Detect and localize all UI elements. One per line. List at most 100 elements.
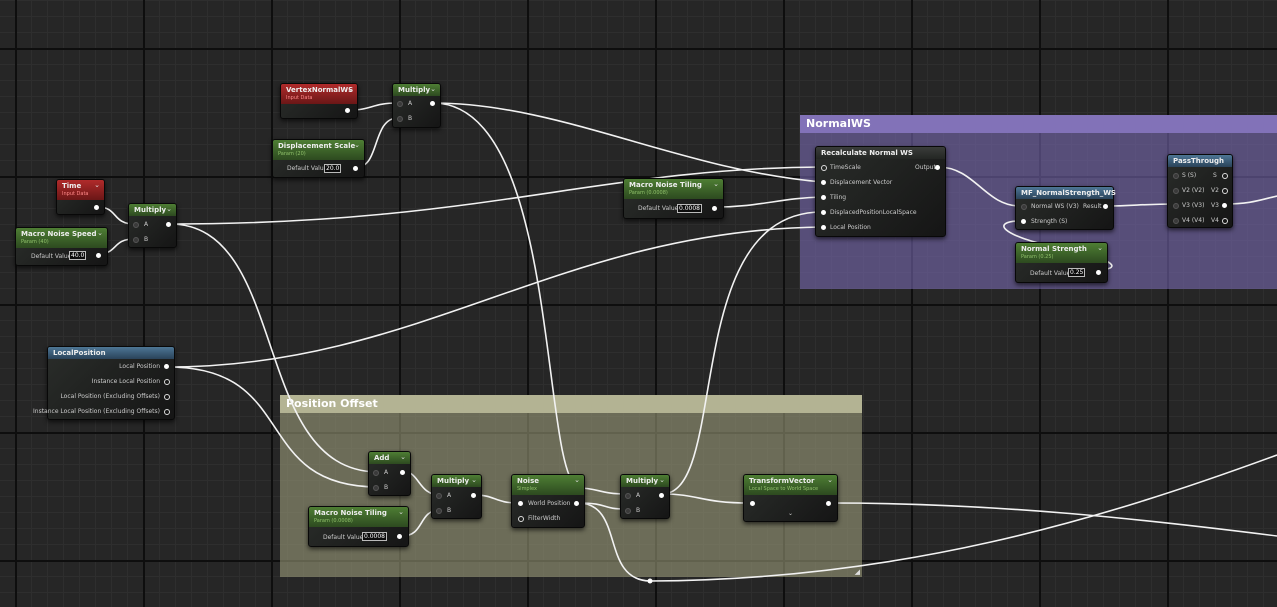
input-pin-icon[interactable] [436, 493, 442, 499]
output-pin-icon[interactable] [164, 364, 169, 369]
node-macro-noise-tiling[interactable]: Macro Noise Tiling Param (0.0008) ⌄ Defa… [308, 506, 409, 547]
chevron-down-icon[interactable]: ⌄ [94, 181, 100, 189]
chevron-down-icon[interactable]: ⌄ [398, 508, 404, 516]
node-displacement-scale[interactable]: Displacement Scale Param (20) ⌄ Default … [272, 139, 365, 178]
input-pin-icon[interactable] [436, 508, 442, 514]
output-pin-icon[interactable] [712, 206, 717, 211]
wire [661, 211, 823, 495]
default-value-field[interactable]: 40.0 [69, 251, 87, 260]
chevron-down-icon[interactable]: ⌄ [347, 85, 353, 93]
output-pin-icon[interactable] [397, 534, 402, 539]
default-value-field[interactable]: 20.0 [324, 164, 342, 173]
input-pin-icon[interactable] [133, 222, 139, 228]
output-pin-icon[interactable] [345, 108, 350, 113]
node-normal-strength[interactable]: Normal Strength Param (0.25) ⌄ Default V… [1015, 242, 1108, 283]
node-vertex-normal-ws[interactable]: VertexNormalWS Input Data ⌄ [280, 83, 358, 119]
output-pin-icon[interactable] [166, 222, 171, 227]
chevron-down-icon[interactable]: ⌄ [471, 476, 477, 484]
chevron-down-icon[interactable]: ⌄ [1097, 244, 1103, 252]
chevron-down-icon[interactable]: ⌄ [788, 510, 794, 517]
output-pin-icon[interactable] [1222, 203, 1227, 208]
output-pin-icon[interactable] [471, 493, 476, 498]
pin-label: DisplacedPositionLocalSpace [830, 209, 917, 216]
node-add[interactable]: Add ⌄ A B [368, 451, 411, 496]
node-multiply[interactable]: Multiply ⌄ A B [392, 83, 441, 128]
output-pin-icon[interactable] [826, 501, 831, 506]
input-pin-icon[interactable] [821, 165, 827, 171]
node-recalculate-normal-ws[interactable]: Recalculate Normal WS TimeScale Displace… [815, 146, 946, 237]
node-subtitle: Param (0.0008) [314, 518, 353, 524]
input-pin-icon[interactable] [397, 116, 403, 122]
chevron-down-icon[interactable]: ⌄ [827, 476, 833, 484]
default-value-field[interactable]: 0.0008 [677, 204, 702, 213]
wire [577, 454, 1277, 582]
default-value-field[interactable]: 0.25 [1068, 268, 1086, 277]
node-subtitle: Simplex [517, 486, 537, 492]
chevron-down-icon[interactable]: ⌄ [354, 141, 360, 149]
output-pin-icon[interactable] [659, 493, 664, 498]
node-subtitle: Param (40) [21, 239, 49, 245]
input-pin-icon[interactable] [821, 180, 826, 185]
output-pin-icon[interactable] [935, 165, 940, 170]
chevron-down-icon[interactable]: ⌄ [430, 85, 436, 93]
input-pin-icon[interactable] [1173, 203, 1179, 209]
output-pin-icon[interactable] [164, 394, 170, 400]
chevron-down-icon[interactable]: ⌄ [400, 453, 406, 461]
input-pin-icon[interactable] [625, 508, 631, 514]
input-pin-icon[interactable] [1173, 188, 1179, 194]
input-pin-icon[interactable] [518, 501, 523, 506]
output-pin-icon[interactable] [430, 101, 435, 106]
input-pin-icon[interactable] [397, 101, 403, 107]
input-pin-icon[interactable] [373, 485, 379, 491]
input-pin-icon[interactable] [821, 225, 826, 230]
input-pin-icon[interactable] [518, 516, 524, 522]
output-pin-icon[interactable] [574, 501, 579, 506]
chevron-down-icon[interactable]: ⌄ [166, 205, 172, 213]
node-mf-normal-strength-ws[interactable]: MF_NormalStrength_WS Normal WS (V3) Stre… [1015, 186, 1116, 230]
input-pin-icon[interactable] [1173, 173, 1179, 179]
node-multiply[interactable]: Multiply ⌄ A B [128, 203, 177, 248]
default-value-field[interactable]: 0.0008 [362, 532, 387, 541]
node-local-position[interactable]: LocalPosition Local Position Instance Lo… [33, 346, 175, 420]
comment-title[interactable]: NormalWS [800, 115, 1277, 133]
reroute-node [647, 578, 653, 584]
input-pin-icon[interactable] [1173, 218, 1179, 224]
input-pin-icon[interactable] [750, 501, 755, 506]
chevron-down-icon[interactable]: ⌄ [713, 180, 719, 188]
input-pin-icon[interactable] [821, 210, 826, 215]
chevron-down-icon[interactable]: ⌄ [574, 476, 580, 484]
output-pin-icon[interactable] [1222, 218, 1228, 224]
resize-grip-icon[interactable]: ◢ [854, 568, 860, 576]
output-pin-icon[interactable] [353, 166, 358, 171]
node-multiply[interactable]: Multiply ⌄ A B [431, 474, 482, 519]
node-time[interactable]: Time Input Data ⌄ [56, 179, 105, 215]
output-pin-icon[interactable] [1222, 173, 1228, 179]
node-passthrough[interactable]: PassThrough S (S) V2 (V2) V3 (V3) V4 (V4… [1167, 154, 1233, 228]
input-pin-icon[interactable] [1021, 204, 1027, 210]
input-pin-icon[interactable] [821, 195, 826, 200]
comment-title[interactable]: Position Offset [280, 395, 862, 413]
node-macro-noise-speed[interactable]: Macro Noise Speed Param (40) ⌄ Default V… [15, 227, 108, 266]
output-pin-icon[interactable] [1222, 188, 1228, 194]
pin-label: A [144, 221, 149, 228]
input-pin-icon[interactable] [373, 470, 379, 476]
node-macro-noise-tiling[interactable]: Macro Noise Tiling Param (0.0008) ⌄ Defa… [623, 178, 724, 219]
input-pin-icon[interactable] [625, 493, 631, 499]
node-multiply[interactable]: Multiply ⌄ A B [620, 474, 670, 519]
input-pin-icon[interactable] [1021, 219, 1026, 224]
chevron-down-icon[interactable]: ⌄ [659, 476, 665, 484]
output-pin-icon[interactable] [400, 470, 405, 475]
output-pin-icon[interactable] [94, 205, 99, 210]
node-noise[interactable]: Noise Simplex ⌄ World Position FilterWid… [511, 474, 585, 528]
output-pin-icon[interactable] [1096, 270, 1101, 275]
output-pin-icon[interactable] [164, 379, 170, 385]
output-pin-icon[interactable] [1103, 204, 1108, 209]
output-pin-icon[interactable] [96, 253, 101, 258]
node-transform-vector[interactable]: TransformVector Local Space to World Spa… [743, 474, 838, 522]
output-pin-icon[interactable] [164, 409, 170, 415]
pin-label: A [408, 100, 413, 107]
input-pin-icon[interactable] [133, 237, 139, 243]
chevron-down-icon[interactable]: ⌄ [97, 229, 103, 237]
pin-label: Local Position [830, 224, 871, 231]
